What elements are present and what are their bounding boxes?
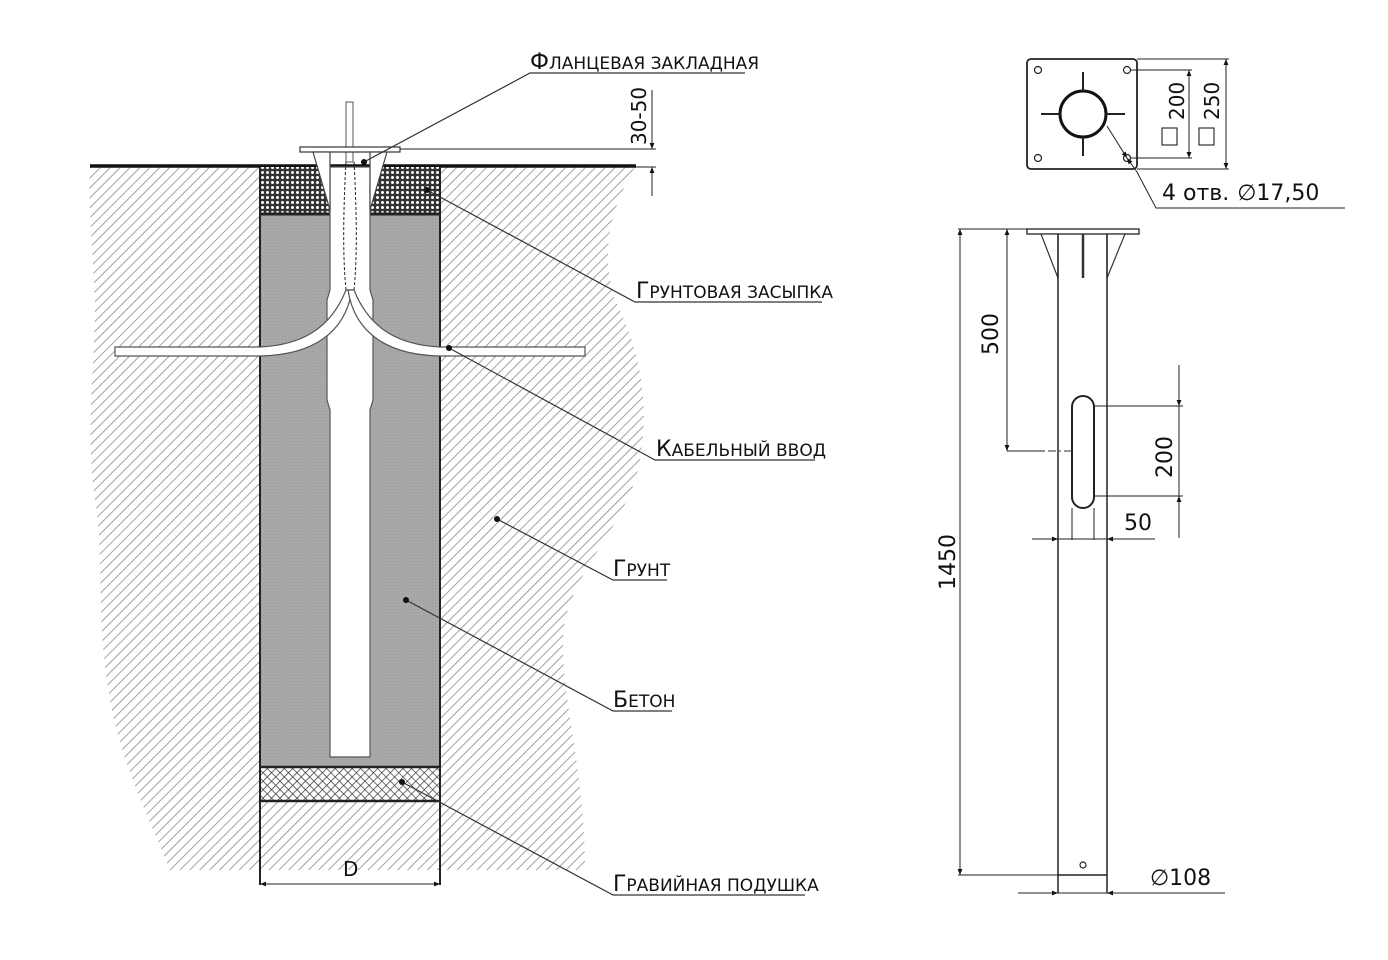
cable-slot <box>1071 395 1095 509</box>
pipe-opening <box>1058 89 1108 139</box>
dim-holes-callout: 4 отв.∅17,50 <box>1162 181 1319 206</box>
cable-conduit-right <box>347 289 586 357</box>
dim-cable-opening-height: 200 <box>1153 436 1178 478</box>
label-soil-backfill: ГРУНТОВАЯ ЗАСЫПКА <box>636 279 833 304</box>
embedded-pipe <box>326 166 374 758</box>
dim-pit-diameter: D <box>343 857 358 881</box>
gravel-cushion-area <box>260 767 440 801</box>
dim-cable-opening-width: 50 <box>1124 511 1152 536</box>
anchor-rod <box>345 101 354 163</box>
leader-lines <box>363 72 822 896</box>
flange-plate-side <box>1026 228 1140 235</box>
square-symbol <box>1161 127 1178 146</box>
dim-total-length: 1450 <box>936 534 961 590</box>
dim-pipe-diameter: ∅108 <box>1150 866 1211 891</box>
bolt-hole <box>1033 153 1043 163</box>
dim-flange-height: 30-50 <box>627 87 651 145</box>
bolt-hole <box>1122 65 1132 75</box>
square-symbol <box>1198 127 1215 146</box>
dim-plate-size: 250 <box>1200 82 1224 120</box>
label-soil: ГРУНТ <box>613 557 671 582</box>
label-cable-entry: КАБЕЛЬНЫЙ ВВОД <box>656 437 826 462</box>
diameter-icon: ∅ <box>1150 866 1169 891</box>
label-flange-embed: ФЛАНЦЕВАЯ ЗАКЛАДНАЯ <box>530 50 759 75</box>
dim-hole-spacing: 200 <box>1165 82 1189 120</box>
elevation-view: 1450 500 200 50 ∅108 <box>936 228 1225 896</box>
flange-plan-view: 200 250 4 отв.∅17,50 <box>1026 58 1345 209</box>
label-gravel-cushion: ГРАВИЙНАЯ ПОДУШКА <box>613 872 819 897</box>
label-concrete: БЕТОН <box>613 688 675 713</box>
bolt-hole <box>1033 65 1043 75</box>
dim-cable-opening-offset: 500 <box>979 313 1004 355</box>
section-view: 30-50 D ФЛАНЦЕВАЯ ЗАКЛАДНАЯ ГРУНТОВАЯ ЗА… <box>89 50 833 897</box>
leader-dots <box>361 159 500 785</box>
